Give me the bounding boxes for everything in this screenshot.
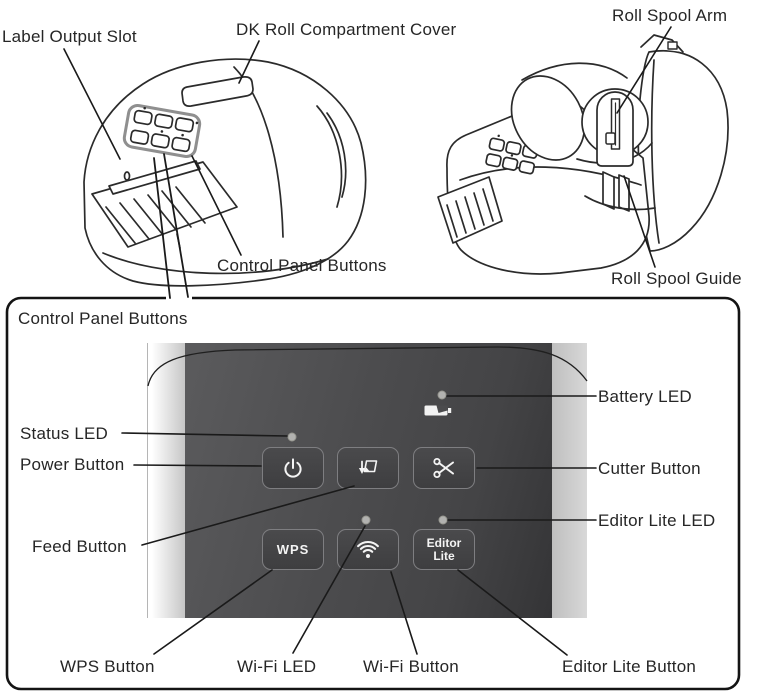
wifi-button-label: Wi-Fi Button <box>363 657 459 676</box>
editor-lite-button-label: Editor Lite Button <box>562 657 697 676</box>
power-button-label: Power Button <box>20 455 125 474</box>
printer-open-drawing <box>437 34 729 275</box>
leader-dk-roll-cover <box>238 40 260 84</box>
wifi-button <box>337 529 399 570</box>
editor-lite-led-label: Editor Lite LED <box>598 511 716 530</box>
zoom-pointer-line-left <box>153 157 171 299</box>
leader-roll-spool-guide <box>623 175 656 268</box>
feed-button <box>337 447 399 489</box>
status-led-label: Status LED <box>20 424 108 443</box>
dk-roll-compartment-cover-label: DK Roll Compartment Cover <box>236 20 457 39</box>
leader-label-output-slot <box>63 48 121 160</box>
printer-side-left <box>147 343 185 618</box>
scissors-icon <box>433 457 454 478</box>
control-panel-buttons-label: Control Panel Buttons <box>217 256 387 275</box>
leader-roll-spool-arm <box>616 26 672 114</box>
wifi-icon <box>357 540 379 558</box>
power-button <box>262 447 324 489</box>
printer-closed-drawing <box>83 58 367 287</box>
power-icon <box>284 458 302 478</box>
printer-side-right <box>552 343 587 618</box>
roll-spool-arm-label: Roll Spool Arm <box>612 6 728 25</box>
callout-box-title: Control Panel Buttons <box>18 309 188 328</box>
feed-icon <box>358 460 378 474</box>
zoom-pointer-line-right <box>163 153 189 298</box>
editor-lite-button-text: Editor Lite <box>426 535 462 563</box>
cutter-button-label: Cutter Button <box>598 459 701 478</box>
wifi-led-label: Wi-Fi LED <box>237 657 317 676</box>
control-panel-photo: WPS Editor Lite <box>147 343 587 618</box>
wps-button-text: WPS <box>276 542 310 557</box>
wps-button-label: WPS Button <box>60 657 155 676</box>
leader-control-panel-buttons <box>191 155 242 256</box>
roll-spool-guide-label: Roll Spool Guide <box>611 269 742 288</box>
battery-led-label: Battery LED <box>598 387 692 406</box>
wps-button: WPS <box>262 529 324 570</box>
cutter-button <box>413 447 475 489</box>
editor-lite-button: Editor Lite <box>413 529 475 570</box>
label-output-slot-label: Label Output Slot <box>2 27 137 46</box>
feed-button-label: Feed Button <box>32 537 127 556</box>
